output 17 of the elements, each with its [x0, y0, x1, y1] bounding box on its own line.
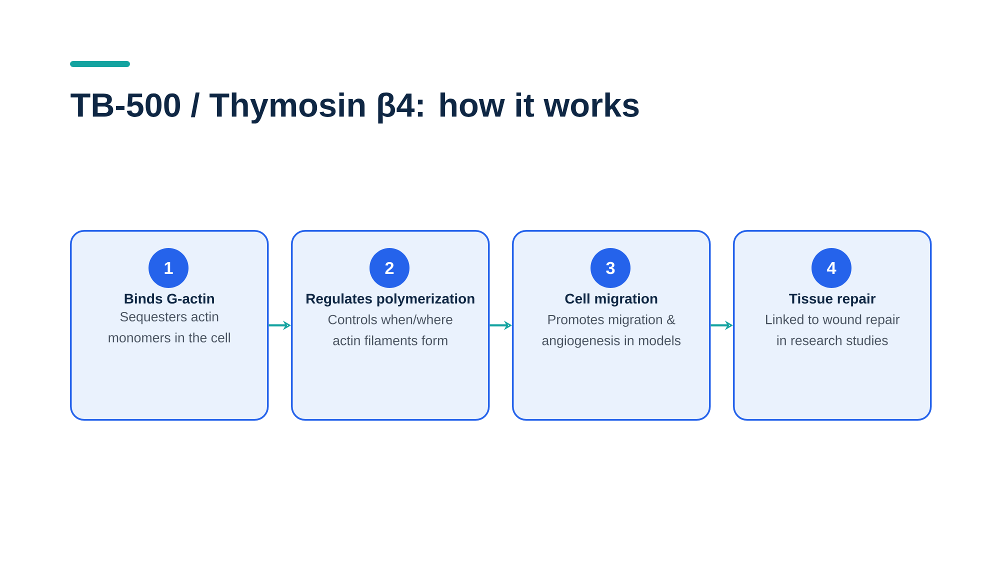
- number-badge: 2: [370, 248, 410, 288]
- step-box: [291, 230, 490, 421]
- step-heading: Regulates polymerization: [306, 293, 474, 306]
- step-description: Sequesters actin monomers in the cell: [108, 312, 230, 342]
- step-description: Promotes migration & angiogenesis in models: [542, 314, 681, 348]
- step-heading: Cell migration: [565, 293, 658, 306]
- step-description: Controls when/where actin filaments form: [328, 314, 452, 346]
- step-heading: Binds G-actin: [124, 293, 214, 304]
- number-badge: 4: [812, 248, 852, 288]
- step-box: [512, 230, 711, 421]
- step-description: Linked to wound repair in research studies: [766, 314, 900, 346]
- step-box: [70, 230, 269, 421]
- number-badge: 1: [148, 248, 189, 288]
- step-heading: Tissue repair: [789, 293, 876, 306]
- step-box: [733, 230, 932, 421]
- number-badge: 3: [590, 248, 631, 288]
- title: TB-500 / Thymosin β4: how it works: [70, 92, 639, 124]
